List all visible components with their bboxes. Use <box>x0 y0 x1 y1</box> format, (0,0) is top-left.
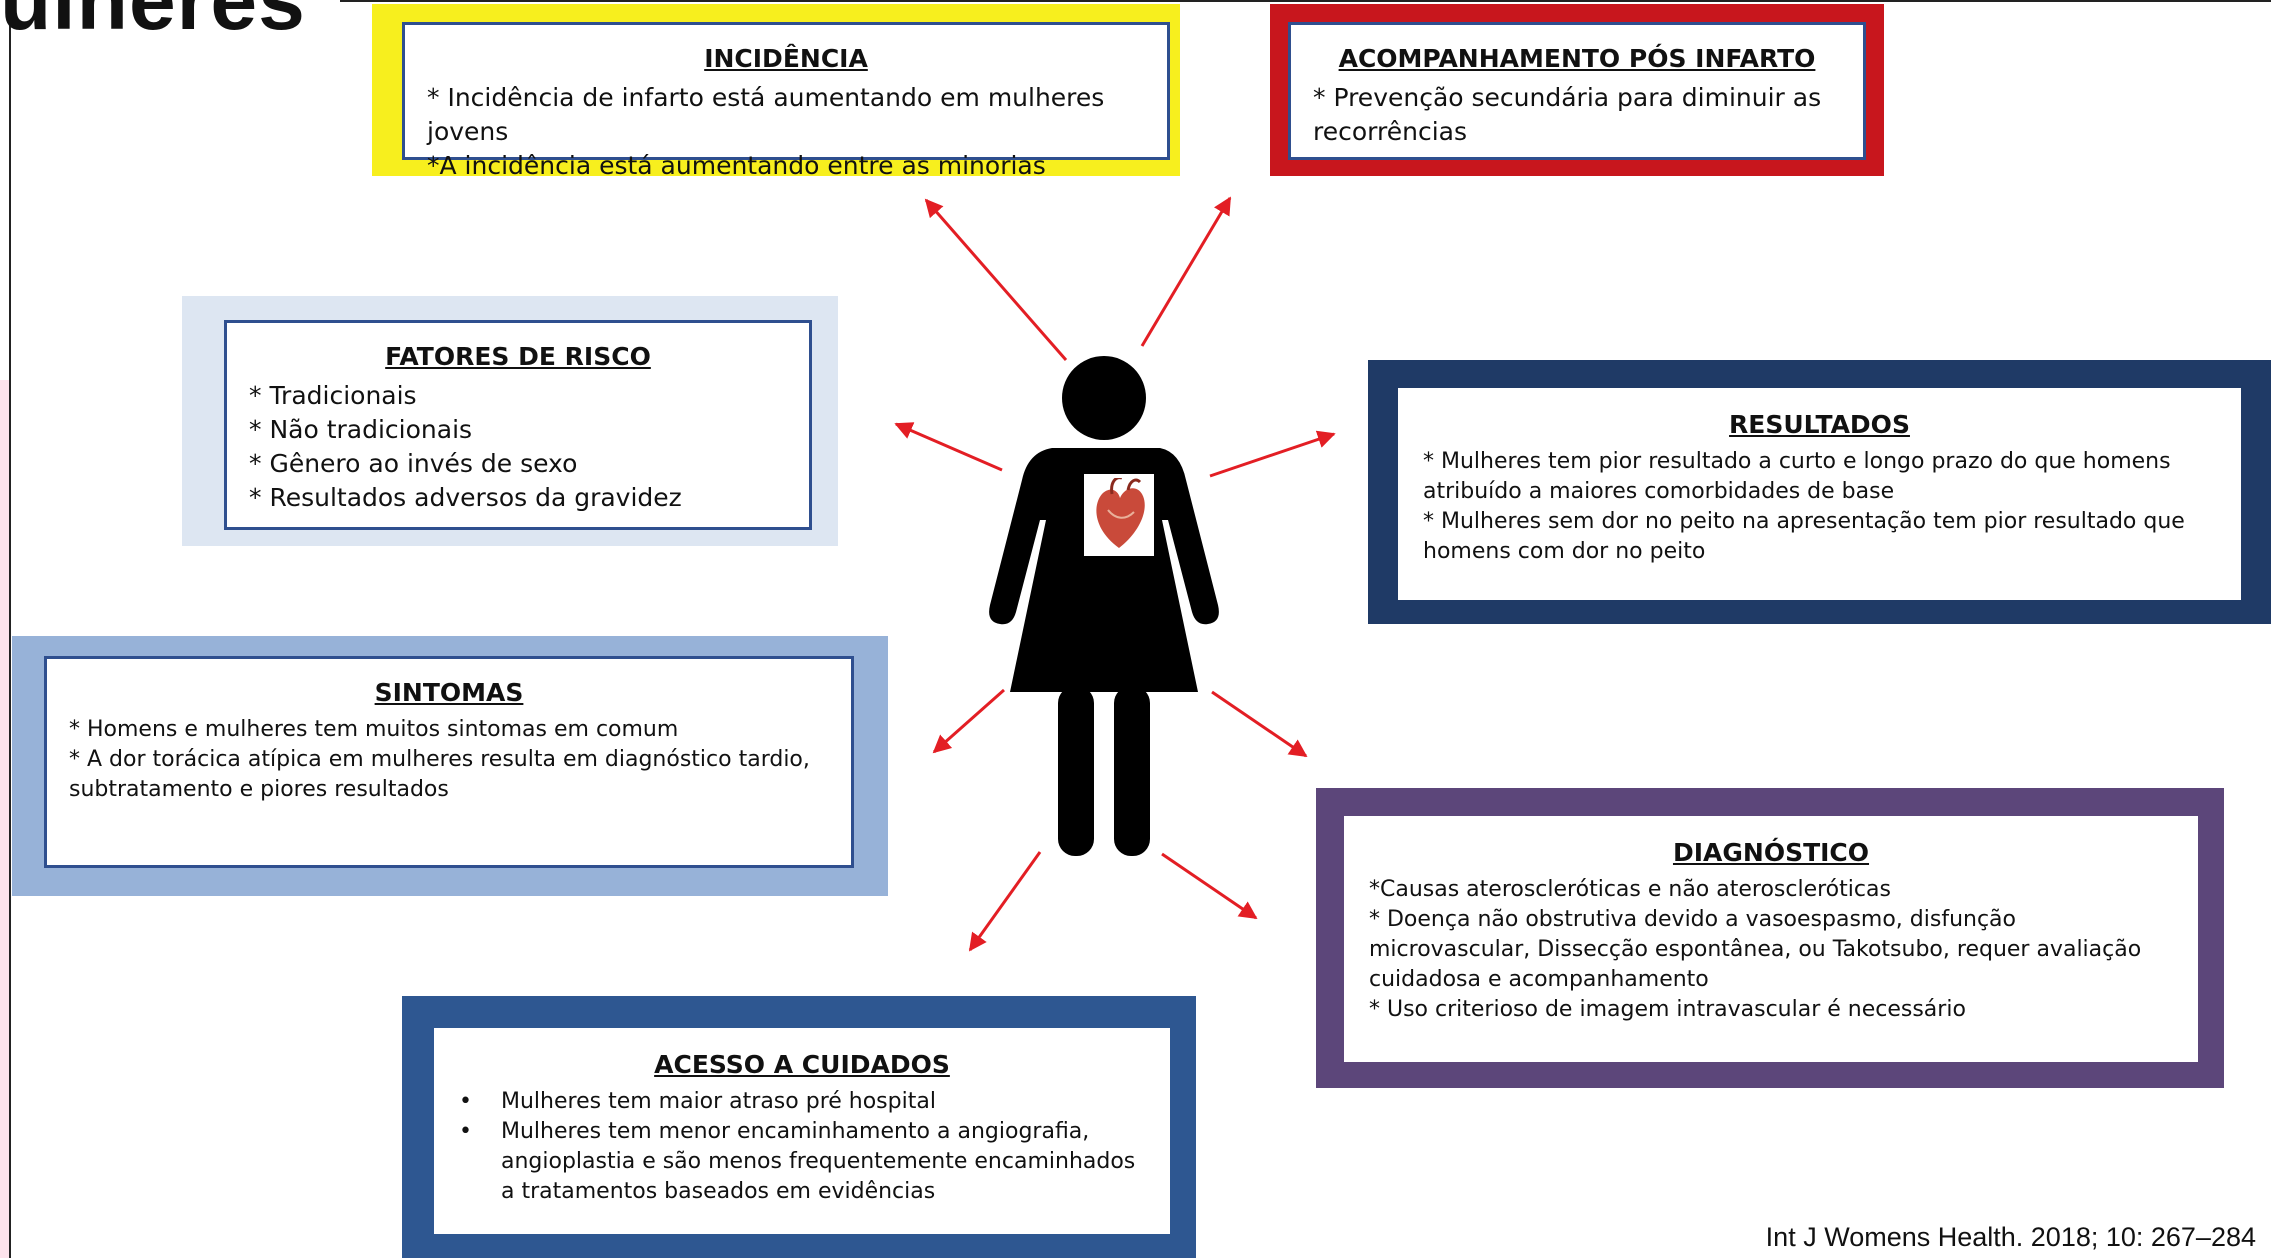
list-item: Mulheres tem maior atraso pré hospital <box>459 1087 1145 1117</box>
card-sintomas-box: SINTOMAS * Homens e mulheres tem muitos … <box>44 656 854 868</box>
card-acesso-heading: ACESSO A CUIDADOS <box>654 1050 950 1079</box>
card-acompanhamento-box: ACOMPANHAMENTO PÓS INFARTO * Prevenção s… <box>1288 22 1866 160</box>
list-item: * Tradicionais <box>249 381 417 410</box>
list-item: Mulheres tem menor encaminhamento a angi… <box>459 1117 1145 1207</box>
card-diagnostico-box: DIAGNÓSTICO *Causas ateroscleróticas e n… <box>1344 816 2198 1062</box>
arrow-to-diagnostico <box>1161 852 1258 920</box>
arrow-to-resultados-lower <box>1211 690 1308 758</box>
left-edge-tint <box>0 380 9 1258</box>
heart-icon <box>1084 474 1154 556</box>
card-fatores-heading: FATORES DE RISCO <box>385 342 651 371</box>
card-acesso-a-cuidados: ACESSO A CUIDADOS Mulheres tem maior atr… <box>402 996 1196 1258</box>
card-resultados-list: * Mulheres tem pior resultado a curto e … <box>1423 447 2216 567</box>
list-item: *A incidência está aumentando entre as m… <box>427 151 1046 180</box>
arrow-to-acesso <box>968 851 1042 952</box>
card-diagnostico: DIAGNÓSTICO *Causas ateroscleróticas e n… <box>1316 788 2224 1088</box>
card-fatores-box: FATORES DE RISCO * Tradicionais * Não tr… <box>224 320 812 530</box>
list-item: * Homens e mulheres tem muitos sintomas … <box>69 717 679 742</box>
card-acesso-box: ACESSO A CUIDADOS Mulheres tem maior atr… <box>434 1028 1170 1234</box>
slide-title: ulheres <box>0 0 306 47</box>
list-item: * Doença não obstrutiva devido a vasoesp… <box>1369 907 2142 992</box>
list-item: * A dor torácica atípica em mulheres res… <box>69 747 810 802</box>
list-item: * Prevenção secundária para diminuir as … <box>1313 83 1822 146</box>
card-incidencia-list: * Incidência de infarto está aumentando … <box>427 81 1145 183</box>
card-acompanhamento-list: * Prevenção secundária para diminuir as … <box>1313 81 1841 149</box>
list-item: * Gênero ao invés de sexo <box>249 449 578 478</box>
arrow-to-sintomas <box>932 688 1005 754</box>
card-incidencia-box: INCIDÊNCIA * Incidência de infarto está … <box>402 22 1170 180</box>
list-item: * Resultados adversos da gravidez <box>249 483 682 512</box>
list-item: * Mulheres sem dor no peito na apresenta… <box>1423 509 2185 564</box>
card-diagnostico-heading: DIAGNÓSTICO <box>1672 838 1870 867</box>
list-item: * Uso criterioso de imagem intravascular… <box>1369 997 1966 1022</box>
card-fatores-de-risco: FATORES DE RISCO * Tradicionais * Não tr… <box>182 296 838 546</box>
card-sintomas: SINTOMAS * Homens e mulheres tem muitos … <box>12 636 888 896</box>
card-acesso-list: Mulheres tem maior atraso pré hospital M… <box>459 1087 1145 1207</box>
card-diagnostico-list: *Causas ateroscleróticas e não ateroscle… <box>1369 875 2173 1025</box>
arrow-to-resultados <box>1209 430 1336 478</box>
card-incidencia-heading: INCIDÊNCIA <box>704 44 868 73</box>
woman-silhouette-icon <box>989 356 1219 856</box>
list-item: * Incidência de infarto está aumentando … <box>427 83 1105 146</box>
card-sintomas-heading: SINTOMAS <box>374 678 524 707</box>
card-fatores-list: * Tradicionais * Não tradicionais * Gêne… <box>249 379 787 515</box>
left-border-line <box>9 0 11 1258</box>
card-acompanhamento-heading: ACOMPANHAMENTO PÓS INFARTO <box>1338 44 1816 73</box>
woman-dress <box>989 448 1219 692</box>
card-resultados-heading: RESULTADOS <box>1729 410 1910 439</box>
woman-left-leg <box>1058 686 1094 856</box>
arrow-to-incidencia <box>924 198 1068 361</box>
card-resultados-box: RESULTADOS * Mulheres tem pior resultado… <box>1398 388 2241 600</box>
arrows-group <box>894 196 1336 952</box>
card-incidencia: INCIDÊNCIA * Incidência de infarto está … <box>372 4 1180 180</box>
card-resultados: RESULTADOS * Mulheres tem pior resultado… <box>1368 360 2271 624</box>
list-item: * Mulheres tem pior resultado a curto e … <box>1423 449 2171 504</box>
top-border-line <box>340 0 2271 2</box>
citation-text: Int J Womens Health. 2018; 10: 267–284 <box>1765 1222 2256 1252</box>
card-acompanhamento: ACOMPANHAMENTO PÓS INFARTO * Prevenção s… <box>1270 4 1884 176</box>
list-item: * Não tradicionais <box>249 415 473 444</box>
arrow-to-acompanhamento <box>1140 196 1232 347</box>
woman-head <box>1062 356 1146 440</box>
arrow-to-fatores <box>894 422 1003 472</box>
card-sintomas-list: * Homens e mulheres tem muitos sintomas … <box>69 715 829 805</box>
list-item: *Causas ateroscleróticas e não ateroscle… <box>1369 877 1891 902</box>
woman-right-leg <box>1114 686 1150 856</box>
